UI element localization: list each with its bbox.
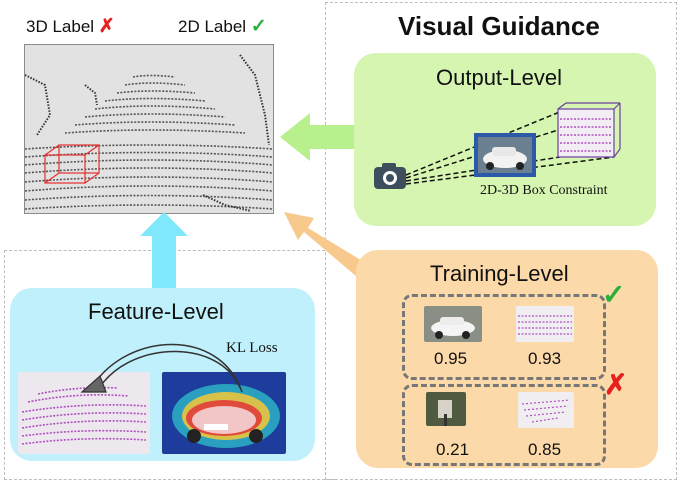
- feature-arrow: [140, 212, 188, 290]
- feature-level-title: Feature-Level: [88, 299, 224, 324]
- bad-lidar-score: 0.85: [528, 440, 562, 459]
- image-heatmap-thumb: [162, 372, 286, 454]
- good-lidar-thumb: [516, 306, 574, 342]
- output-arrow: [280, 113, 356, 161]
- good-image-score: 0.95: [434, 349, 468, 368]
- lidar-scan-graphic: [25, 54, 273, 212]
- cross-icon: ✗: [604, 369, 628, 400]
- output-level-panel: Output-Level: [354, 53, 656, 226]
- feature-level-panel: Feature-Level KL Loss: [10, 288, 315, 461]
- bad-pair-group: [402, 384, 606, 466]
- camera-icon: [374, 163, 406, 189]
- bad-image-score: 0.21: [436, 440, 470, 459]
- training-level-panel: Training-Level 0.95 0.93 ✓ 0.21 0.85 ✗: [356, 250, 658, 468]
- training-arrow: [284, 212, 364, 276]
- cross-icon: ✗: [98, 16, 115, 37]
- lidar-feature-thumb: [18, 372, 150, 454]
- kl-loss-label: KL Loss: [226, 340, 278, 356]
- bad-lidar-thumb: [518, 392, 574, 428]
- bad-image-thumb: [426, 392, 466, 426]
- kl-arrow-graphic: [80, 343, 243, 393]
- visual-guidance-title: Visual Guidance: [398, 11, 600, 41]
- good-pair-group: [402, 294, 606, 380]
- projection-graphic: [374, 102, 621, 189]
- good-image-thumb: [424, 306, 482, 342]
- box-constraint-caption: 2D-3D Box Constraint: [480, 183, 608, 198]
- point-cloud-image: [24, 44, 274, 214]
- label-3d: 3D Label ✗: [26, 16, 115, 37]
- label-2d: 2D Label ✓: [178, 16, 267, 37]
- good-lidar-score: 0.93: [528, 349, 562, 368]
- check-icon: ✓: [250, 16, 267, 37]
- check-icon: ✓: [602, 279, 626, 310]
- output-level-title: Output-Level: [436, 65, 562, 90]
- red-3d-box: [44, 144, 100, 184]
- training-level-title: Training-Level: [430, 261, 569, 286]
